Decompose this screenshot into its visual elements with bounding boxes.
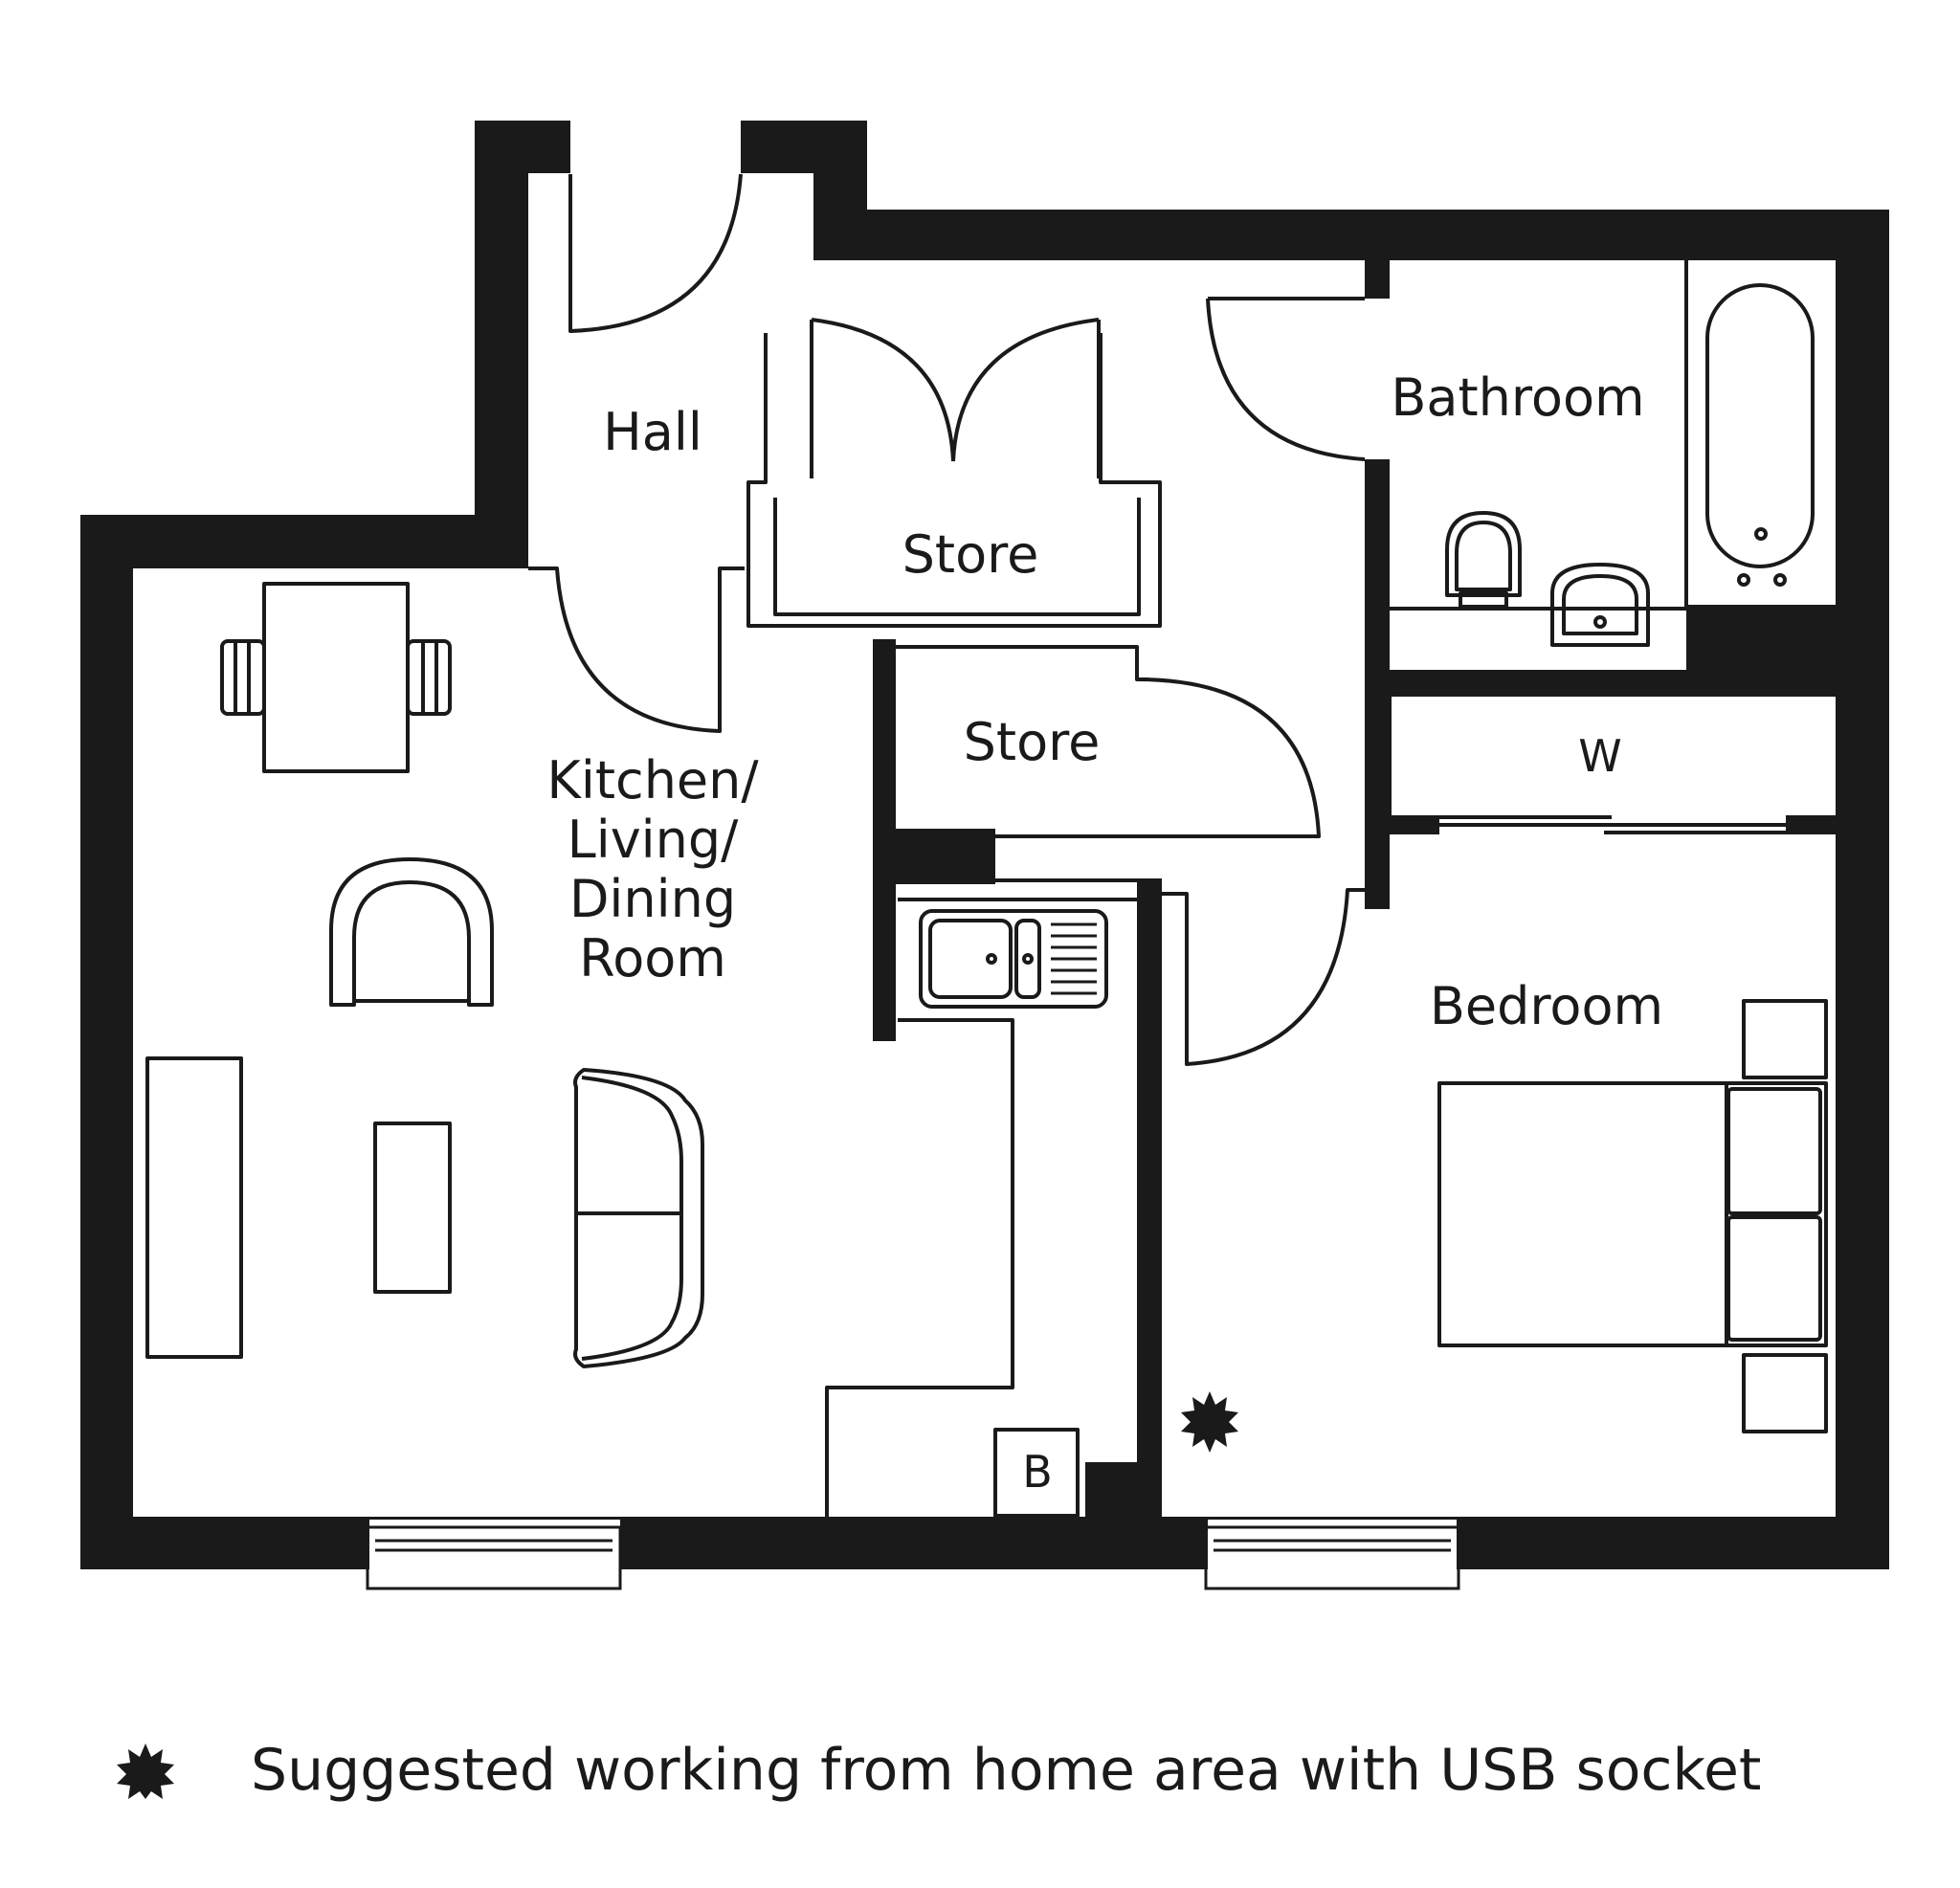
- coffee-table: [373, 1122, 452, 1294]
- door-kitchen: [528, 566, 745, 733]
- label-bathroom: Bathroom: [1391, 367, 1644, 428]
- sideboard: [145, 1056, 243, 1359]
- kitchen-sink: [919, 909, 1108, 1009]
- wall-bath-bottom: [1365, 670, 1889, 697]
- wall-hall-left: [475, 121, 528, 568]
- label-hall: Hall: [603, 402, 702, 462]
- floor-plan: Hall Store Store Bathroom Kitchen/ Livin…: [80, 121, 1889, 1590]
- dining-chair-right: [406, 639, 452, 716]
- wall-bath-block: [1686, 605, 1889, 672]
- bathroom-sink: [1550, 563, 1650, 647]
- wall-wardrobe-left: [1390, 815, 1439, 834]
- armchair: [329, 857, 494, 1007]
- wall-bottom: [80, 1517, 1889, 1569]
- bedside-table-bottom: [1742, 1353, 1828, 1433]
- door-store-upper-left: [811, 318, 955, 462]
- sofa: [573, 1068, 704, 1368]
- starburst-icon: [1181, 1391, 1238, 1453]
- dining-chair-left: [220, 639, 266, 716]
- store-lower-outline: [896, 645, 1148, 681]
- door-bedroom: [1162, 888, 1365, 1066]
- wall-top-right: [813, 210, 1889, 260]
- label-store-lower: Store: [964, 712, 1101, 772]
- legend-starburst-icon: [117, 1744, 174, 1799]
- wall-right: [1836, 210, 1889, 1569]
- bedside-table-top: [1742, 999, 1828, 1079]
- door-entrance: [568, 173, 743, 333]
- toilet: [1445, 511, 1522, 597]
- wall-partition-store: [873, 639, 896, 1041]
- bathtub: [1705, 283, 1815, 568]
- label-bedroom: Bedroom: [1430, 976, 1663, 1036]
- wall-wardrobe-right: [1786, 815, 1843, 834]
- door-store-lower: [1136, 677, 1321, 838]
- label-kitchen-line-4: Room: [579, 928, 726, 988]
- window-kitchen: [366, 1525, 622, 1590]
- bed-pillow-top: [1726, 1087, 1822, 1215]
- window-bedroom: [1204, 1525, 1460, 1590]
- wall-left: [80, 515, 133, 1568]
- label-kitchen-line-2: Living/: [568, 810, 740, 870]
- legend-text: Suggested working from home area with US…: [251, 1737, 1762, 1804]
- walls: [80, 121, 1889, 1569]
- wall-bath-left: [1365, 260, 1390, 299]
- bed: [1437, 1081, 1828, 1347]
- store-upper-outline: [746, 333, 1162, 628]
- door-opening-entrance: [570, 121, 741, 176]
- dining-table: [262, 582, 410, 773]
- wall-boiler-block: [1085, 1462, 1143, 1520]
- wall-top-left: [80, 515, 528, 568]
- label-boiler: B: [1022, 1446, 1053, 1498]
- wall-hall-step: [813, 121, 867, 260]
- door-store-upper-right: [951, 318, 1100, 462]
- wall-partition-kitchen-bedroom: [1137, 880, 1162, 1550]
- label-store-upper: Store: [902, 524, 1039, 585]
- boiler: [993, 1428, 1080, 1518]
- label-kitchen-line-3: Dining: [569, 869, 736, 929]
- wall-store-block: [896, 829, 995, 884]
- label-kitchen-line-1: Kitchen/: [546, 750, 759, 811]
- kitchen-counter: [825, 898, 1137, 1520]
- legend: Suggested working from home area with US…: [117, 1732, 1761, 1809]
- label-wardrobe: W: [1578, 730, 1621, 782]
- door-bathroom: [1206, 298, 1366, 461]
- bed-pillow-bottom: [1726, 1215, 1822, 1342]
